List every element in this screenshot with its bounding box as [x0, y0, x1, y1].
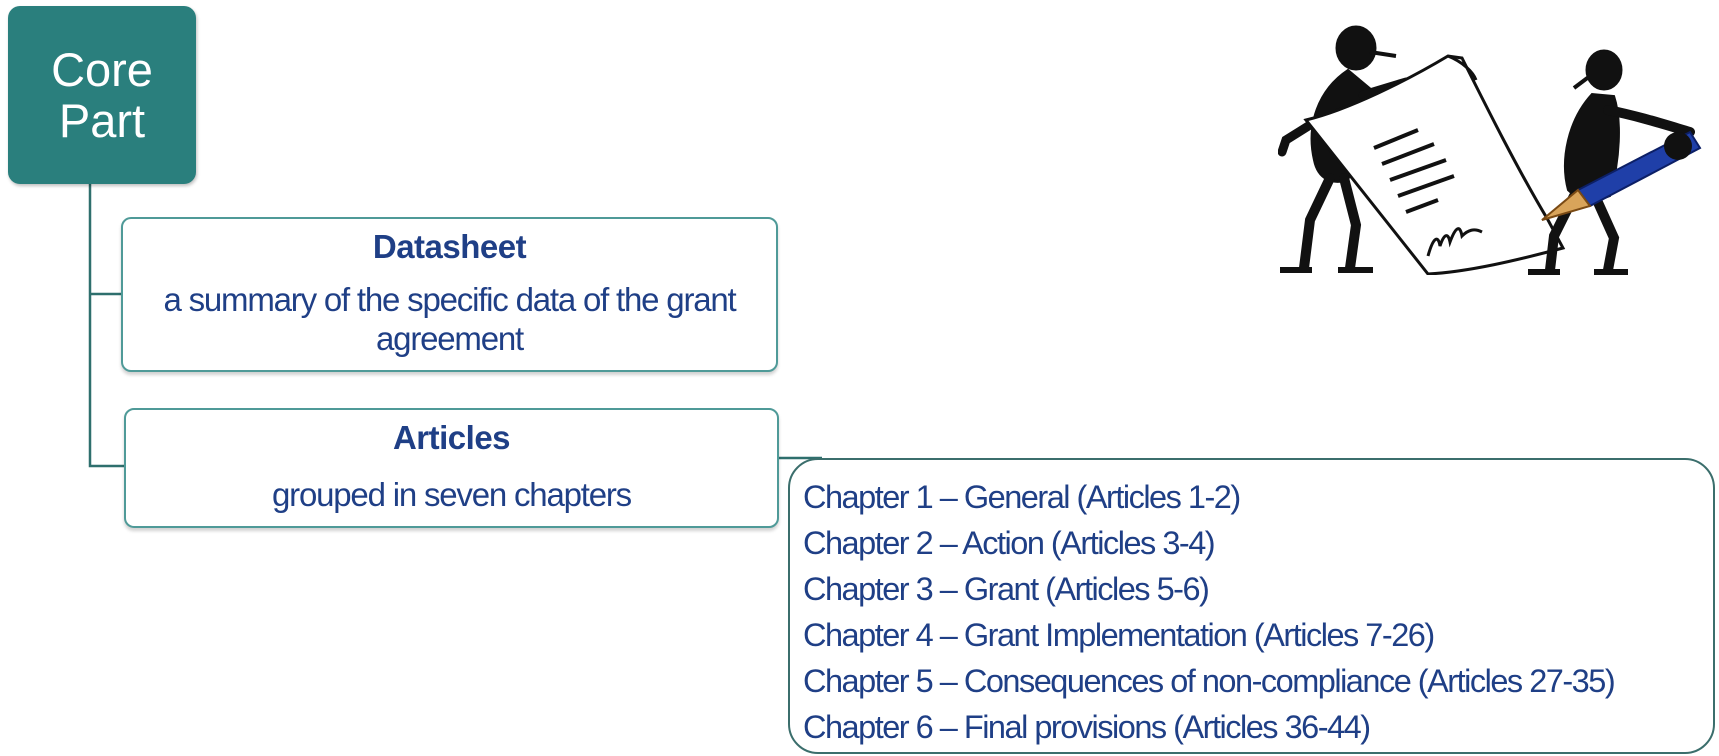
- core-part-label-line1: Core: [51, 43, 153, 96]
- datasheet-card: Datasheet a summary of the specific data…: [121, 217, 778, 372]
- fountain-pen: [1541, 130, 1702, 221]
- chapter-item: Chapter 1 – General (Articles 1-2): [803, 479, 1241, 515]
- chapters-box: Chapter 1 – General (Articles 1-2) Chapt…: [788, 458, 1715, 754]
- right-figure: [1528, 49, 1695, 275]
- core-part-box: Core Part: [8, 6, 196, 184]
- core-part-label-line2: Part: [58, 94, 146, 147]
- contract-signing-figures-icon: [1278, 25, 1702, 275]
- chapter-item: Chapter 2 – Action (Articles 3-4): [803, 525, 1216, 561]
- chapter-item: Chapter 3 – Grant (Articles 5-6): [803, 571, 1210, 607]
- datasheet-desc-line2: agreement: [376, 320, 524, 357]
- datasheet-title: Datasheet: [372, 228, 527, 265]
- chapter-item: Chapter 6 – Final provisions (Articles 3…: [803, 709, 1371, 745]
- datasheet-description: a summary of the specific data of the gr…: [123, 280, 776, 358]
- articles-description: grouped in seven chapters: [272, 476, 632, 513]
- document-sheet: [1303, 54, 1566, 275]
- chapter-item: Chapter 4 – Grant Implementation (Articl…: [803, 617, 1435, 653]
- datasheet-desc-line1: a summary of the specific data of the gr…: [163, 281, 736, 318]
- articles-title: Articles: [392, 419, 511, 456]
- chapter-item: Chapter 5 – Consequences of non-complian…: [803, 663, 1616, 699]
- articles-card: Articles grouped in seven chapters: [124, 408, 779, 528]
